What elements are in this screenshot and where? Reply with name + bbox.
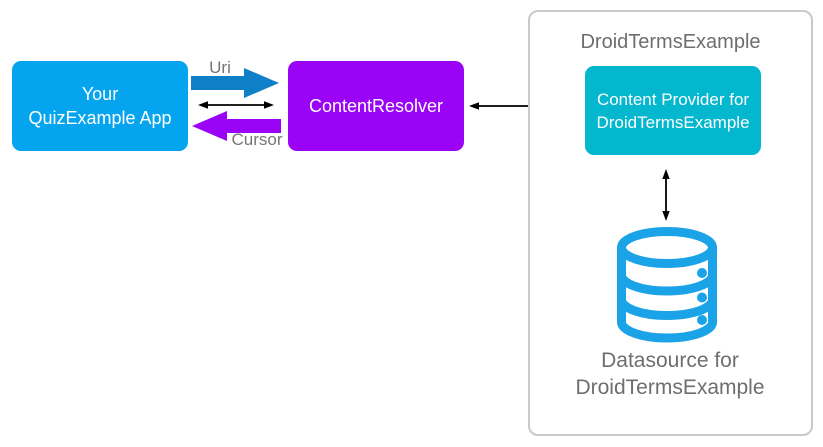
double-arrow-icon bbox=[198, 101, 274, 109]
app-box-label: Your QuizExample App bbox=[28, 84, 172, 128]
content-resolver-box: ContentResolver bbox=[288, 61, 464, 151]
cursor-arrow bbox=[192, 111, 281, 141]
content-provider-label: Content Provider for DroidTermsExample bbox=[596, 89, 750, 132]
provider-datasource-arrow bbox=[662, 169, 670, 221]
droidtermsexample-group bbox=[528, 10, 813, 436]
datasource-label: Datasource for DroidTermsExample bbox=[575, 349, 765, 399]
database-icon bbox=[617, 227, 717, 343]
uri-arrow bbox=[191, 68, 279, 98]
app-resolver-arrows bbox=[191, 68, 281, 141]
cursor-arrow-label: Cursor bbox=[231, 130, 283, 149]
uri-arrow-label: Uri bbox=[209, 58, 231, 77]
group-title: DroidTermsExample bbox=[580, 31, 761, 53]
content-provider-box: Content Provider for DroidTermsExample bbox=[585, 66, 761, 155]
app-box: Your QuizExample App bbox=[12, 61, 188, 151]
content-resolver-label: ContentResolver bbox=[308, 95, 444, 116]
